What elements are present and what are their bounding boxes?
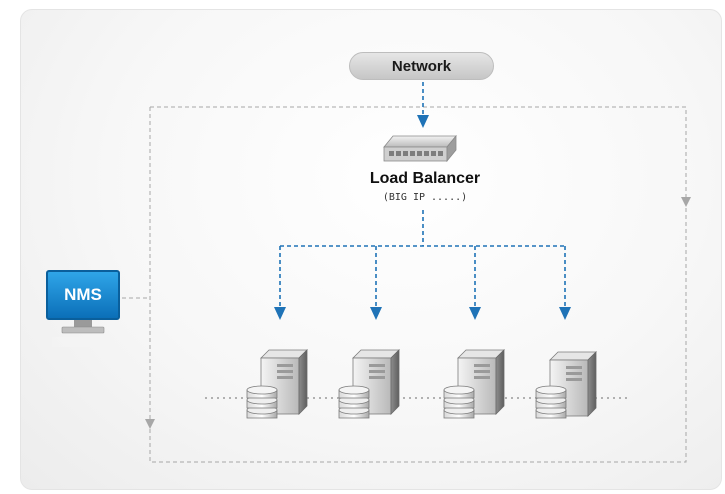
monitor-stand — [52, 320, 114, 347]
lb-distribution-arrows — [279, 210, 566, 308]
boundary-dashed-frame — [149, 106, 687, 463]
load-balancer-subtitle: (BIG IP .....) — [382, 192, 468, 203]
arrow-to-server-4 — [559, 307, 571, 320]
load-balancer-title: Load Balancer — [369, 170, 481, 187]
database-server-icon — [338, 349, 400, 419]
network-node: Network — [349, 52, 494, 80]
database-server-icon — [246, 349, 308, 419]
nms-label: NMS — [46, 270, 120, 320]
arrow-to-server-3 — [469, 307, 481, 320]
boundary-arrow-left — [145, 419, 155, 429]
network-to-lb-arrow — [417, 82, 429, 128]
database-server-icon — [443, 349, 505, 419]
boundary-arrow-right — [681, 197, 691, 207]
monitor-icon: NMS — [46, 270, 120, 326]
network-switch-icon — [383, 134, 457, 163]
arrow-to-server-1 — [274, 307, 286, 320]
database-server-icon — [535, 351, 597, 419]
network-label: Network — [391, 57, 452, 75]
arrow-to-server-2 — [370, 307, 382, 320]
